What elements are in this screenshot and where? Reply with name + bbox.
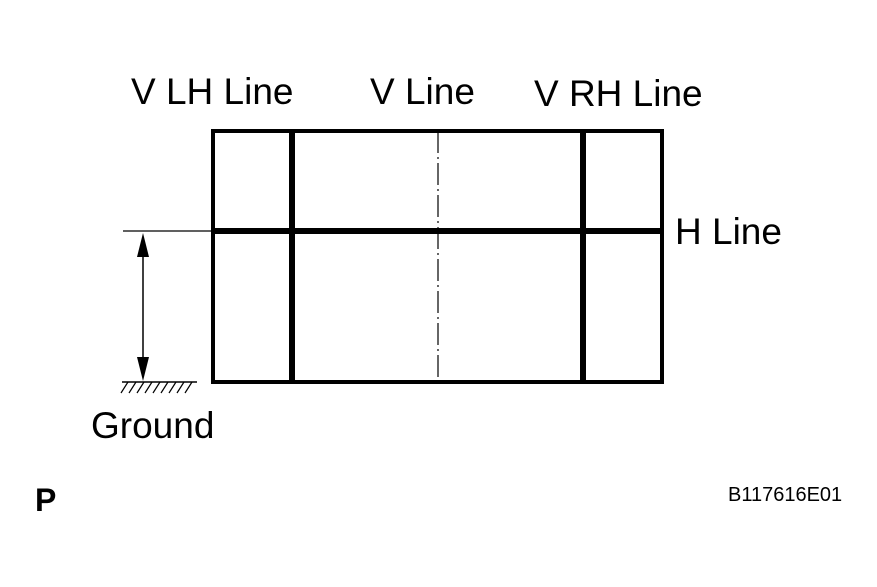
- ground-symbol: [120, 381, 197, 394]
- v-rh-line-label: V RH Line: [534, 73, 703, 114]
- h-line-label: H Line: [675, 211, 782, 252]
- height-dimension-arrow: [137, 233, 149, 381]
- p-marker-label: P: [35, 482, 56, 518]
- figure-code-label: B117616E01: [728, 484, 842, 506]
- ground-label: Ground: [91, 405, 214, 446]
- v-lh-line-label: V LH Line: [131, 71, 294, 112]
- v-line-label: V Line: [370, 71, 475, 112]
